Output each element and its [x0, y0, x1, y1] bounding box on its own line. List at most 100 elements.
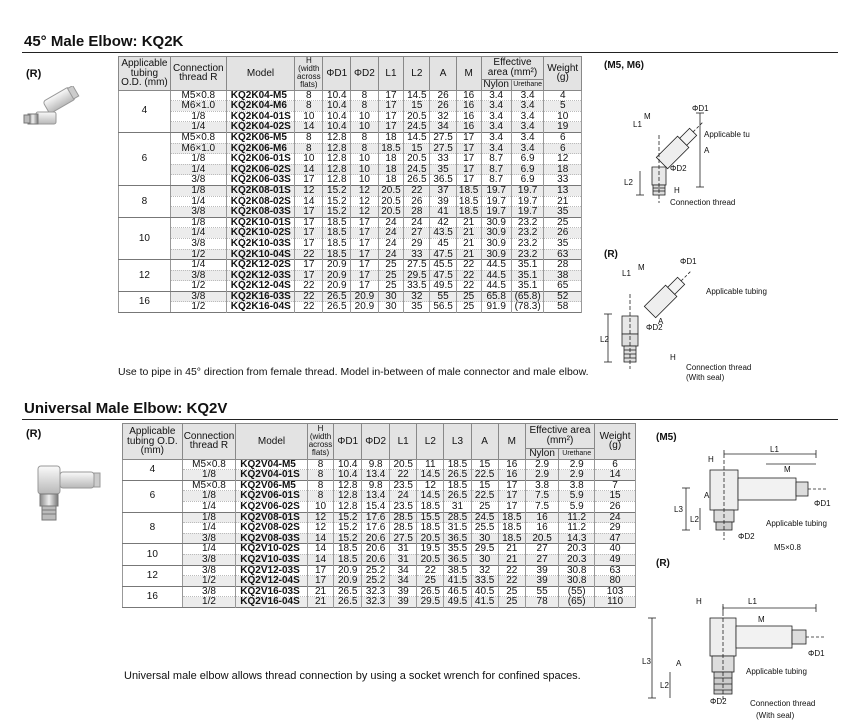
spec-cell: 30.9 [480, 227, 512, 239]
spec-cell: 20.5 [389, 458, 418, 470]
spec-cell: 10.4 [333, 458, 363, 470]
spec-cell: 26 [429, 89, 457, 101]
spec-cell: 44.5 [480, 269, 512, 281]
spec-cell: 18.5 [455, 206, 482, 218]
spec-cell: 20.5 [524, 532, 560, 544]
spec-cell: 14.3 [558, 532, 596, 544]
spec-cell: 17 [294, 227, 324, 239]
spec-cell: 42 [429, 216, 457, 228]
spec-cell: 6 [543, 142, 582, 154]
spec-cell: 24 [594, 511, 636, 523]
spec-cell: 17.6 [361, 522, 391, 534]
spec-cell: 14 [306, 553, 335, 566]
spec-cell: 16 [455, 110, 482, 122]
kq2v-d2-h-label: H [696, 597, 702, 606]
model-cell: KQ2V08-02S [235, 522, 308, 534]
spec-cell: 16 [497, 469, 526, 481]
kq2k-d2-l1-label: L1 [622, 269, 631, 278]
kq2v-diagram2: H L1 M L3 A L2 ΦD1 Applicable tubing ΦD2… [642, 597, 825, 720]
spec-cell: 17 [377, 89, 405, 101]
model-cell: KQ2K10-02S [225, 227, 296, 239]
spec-cell: 1/8 [169, 216, 227, 228]
spec-cell: 39 [524, 575, 560, 587]
spec-cell: 12.8 [333, 500, 363, 513]
spec-cell: 3.4 [510, 121, 545, 133]
col-l1-header: L1 [377, 56, 405, 91]
spec-cell: 1/2 [169, 301, 227, 313]
model-cell: KQ2V06-M5 [235, 479, 308, 491]
spec-cell: 16 [497, 458, 526, 470]
spec-cell: 1/4 [169, 121, 227, 133]
spec-cell: 27.5 [389, 532, 418, 544]
col-model-header: Model [235, 423, 308, 460]
spec-cell: 9.8 [361, 479, 391, 491]
spec-cell: 26 [429, 100, 457, 112]
spec-cell: 18.5 [322, 216, 352, 228]
spec-cell: 27.5 [429, 131, 457, 144]
spec-cell: 1/2 [181, 575, 237, 587]
spec-cell: 26.5 [443, 469, 472, 481]
kq2v-d2-seal-label: (With seal) [756, 711, 795, 720]
model-cell: KQ2K08-02S [225, 195, 296, 207]
spec-cell: 25 [377, 280, 405, 292]
kq2v-d1-a-label: A [704, 491, 710, 500]
spec-cell: 38.5 [443, 564, 472, 576]
spec-cell: 20.6 [361, 532, 391, 544]
spec-cell: 15 [403, 142, 431, 154]
kq2v-product-photo [37, 465, 101, 521]
spec-cell: 12.8 [322, 142, 352, 154]
spec-cell: 10 [350, 163, 379, 175]
spec-cell: 15.2 [333, 532, 363, 544]
spec-cell: 25 [455, 301, 482, 313]
kq2k-d1-tubing-label: Applicable tubing [704, 130, 750, 139]
spec-cell: 12 [350, 206, 379, 218]
tubing-od-cell: 12 [122, 564, 183, 587]
spec-cell: 2.9 [524, 469, 560, 481]
spec-cell: 21 [455, 237, 482, 249]
kq2k-title-rule [22, 52, 838, 53]
spec-cell: 8.7 [480, 174, 512, 186]
spec-cell: 12 [350, 195, 379, 207]
spec-cell: 10.4 [322, 100, 352, 112]
spec-cell: 13 [543, 184, 582, 197]
spec-cell: 10 [350, 174, 379, 186]
spec-cell: M5×0.8 [181, 479, 237, 491]
spec-cell: 33.5 [403, 280, 431, 292]
spec-cell: 20.9 [322, 280, 352, 292]
model-cell: KQ2V08-01S [235, 511, 308, 523]
model-cell: KQ2K06-01S [225, 153, 296, 165]
spec-cell: 27 [524, 543, 560, 555]
spec-cell: 36.5 [429, 174, 457, 186]
spec-cell: 18.5 [497, 522, 526, 534]
col-m-header: M [497, 423, 526, 460]
spec-cell: M5×0.8 [169, 131, 227, 144]
spec-cell: 35 [429, 163, 457, 175]
spec-cell: 8 [350, 89, 379, 101]
model-cell: KQ2V06-02S [235, 500, 308, 513]
spec-cell: 20.6 [361, 543, 391, 555]
spec-cell: 17 [350, 227, 379, 239]
kq2v-d1-m-label: M [784, 465, 791, 474]
spec-cell: 8 [350, 100, 379, 112]
spec-cell: 3.4 [480, 121, 512, 133]
kq2v-d2-a-label: A [676, 659, 682, 668]
spec-cell: 47.5 [429, 269, 457, 281]
spec-cell: 23.2 [510, 248, 545, 260]
spec-cell: 22.5 [470, 469, 499, 481]
spec-cell: 1/8 [169, 184, 227, 197]
spec-cell: 3.8 [558, 479, 596, 491]
tubing-od-cell: 10 [122, 543, 183, 566]
spec-cell: 3.4 [510, 131, 545, 144]
spec-cell: 3.8 [524, 479, 560, 491]
spec-cell: 15.2 [322, 206, 352, 218]
spec-cell: 5.9 [558, 500, 596, 513]
spec-cell: 17 [350, 216, 379, 228]
spec-cell: 32 [470, 564, 499, 576]
